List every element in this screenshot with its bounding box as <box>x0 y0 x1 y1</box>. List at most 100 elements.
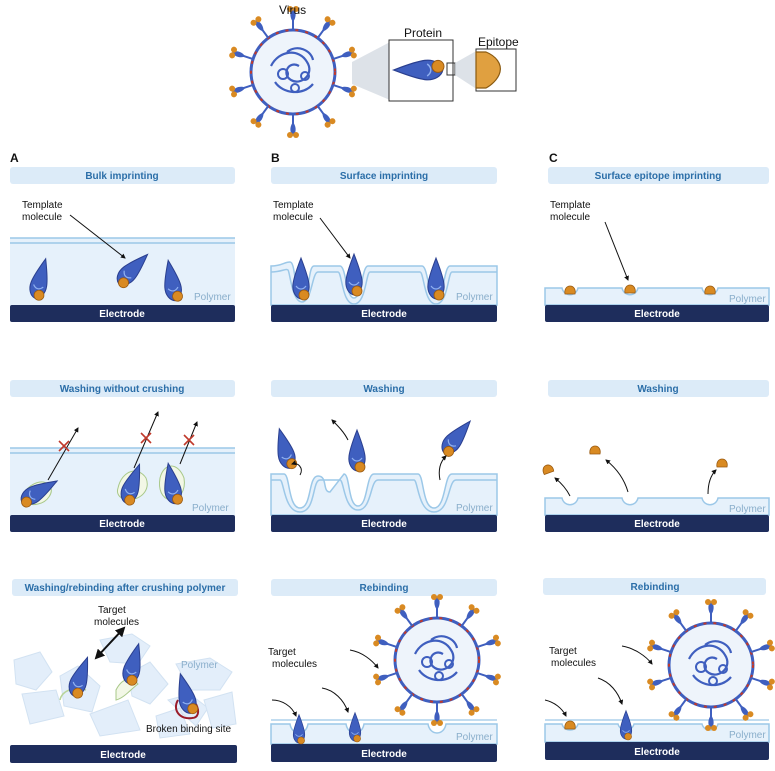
polymer-layer <box>544 497 770 516</box>
released-epitope <box>589 445 601 455</box>
template-epitope <box>624 284 636 294</box>
release-arrow <box>291 460 302 476</box>
panel-a1: Bulk imprinting Electrode Polymer Templa… <box>10 167 235 322</box>
blocked-cross <box>58 432 195 452</box>
electrode <box>271 305 497 322</box>
panel-a2: Washing without crushing Electrode Polym… <box>10 380 235 532</box>
column-letter-b: B <box>271 151 280 165</box>
panel-title: Surface epitope imprinting <box>595 171 722 182</box>
released-protein <box>436 415 477 460</box>
epitope-glyph <box>475 51 501 89</box>
panel-title: Washing <box>637 384 678 395</box>
title-banner <box>271 579 497 596</box>
polymer-label: Polymer <box>729 730 766 741</box>
polymer-label: Polymer <box>194 292 231 303</box>
target-epitope <box>564 720 576 730</box>
title-banner <box>10 380 235 397</box>
target-virus <box>372 594 501 726</box>
electrode-label: Electrode <box>361 519 407 530</box>
template-epitope <box>564 285 576 295</box>
title-banner <box>543 578 766 595</box>
broken-site-label: Broken binding site <box>146 724 231 735</box>
panel-c1: Surface epitope imprinting Electrode Pol… <box>544 167 770 322</box>
blocked-arrow <box>133 411 159 469</box>
binding-arrow <box>544 699 567 717</box>
polymer-label: Polymer <box>729 504 766 515</box>
electrode <box>271 744 497 762</box>
polymer-label: Polymer <box>181 660 218 671</box>
template-label: Template <box>22 200 63 211</box>
release-arrow <box>554 477 571 497</box>
electrode-label: Electrode <box>361 309 407 320</box>
panel-a3: Washing/rebinding after crushing polymer… <box>10 579 238 763</box>
template-epitope <box>704 285 716 295</box>
electrode <box>545 742 769 760</box>
target-protein <box>292 714 306 745</box>
title-banner <box>12 579 238 596</box>
electrode-label: Electrode <box>99 519 145 530</box>
panel-c3: Rebinding Electrode Polymer Target molec… <box>543 578 775 760</box>
binding-arrow <box>349 649 379 669</box>
release-arrow <box>605 459 629 493</box>
pointer-arrow <box>69 214 126 259</box>
target-virus <box>646 599 775 731</box>
title-banner <box>271 167 497 184</box>
target-protein <box>348 712 362 743</box>
binding-arrow <box>321 687 350 713</box>
electrode-label: Electrode <box>100 750 146 761</box>
target-label: Target <box>549 646 577 657</box>
protein-label: Protein <box>404 26 442 40</box>
target-label: molecules <box>551 658 596 669</box>
panel-title: Washing/rebinding after crushing polymer <box>25 583 226 594</box>
released-epitope <box>716 458 728 468</box>
release-arrow <box>438 455 447 481</box>
template-label: molecule <box>273 212 313 223</box>
panel-title: Rebinding <box>631 582 680 593</box>
panel-b2: Washing Electrode Polymer <box>270 380 498 532</box>
panel-title: Rebinding <box>360 583 409 594</box>
electrode <box>10 515 235 532</box>
template-label: Template <box>550 200 591 211</box>
released-epitope <box>541 463 555 475</box>
electrode <box>10 305 235 322</box>
header-virus <box>228 6 357 138</box>
electrode-label: Electrode <box>361 749 407 760</box>
epitope-label: Epitope <box>478 35 519 49</box>
zoom-connector-1 <box>352 42 390 100</box>
electrode <box>545 305 769 322</box>
electrode-label: Electrode <box>99 309 145 320</box>
polymer-layer <box>544 287 770 306</box>
panel-b3: Rebinding Electrode Polymer Target molec… <box>268 579 502 762</box>
electrode-label: Electrode <box>634 309 680 320</box>
target-label: molecules <box>272 659 317 670</box>
target-label: Target <box>98 605 126 616</box>
title-banner <box>548 167 769 184</box>
electrode-label: Electrode <box>634 519 680 530</box>
pointer-arrow <box>604 221 629 281</box>
title-banner <box>271 380 497 397</box>
release-arrow <box>707 469 717 495</box>
column-letter-a: A <box>10 151 19 165</box>
template-protein <box>292 257 310 301</box>
exchange-arrow <box>94 626 126 660</box>
blocked-arrow <box>47 427 79 481</box>
title-banner <box>548 380 769 397</box>
panel-title: Bulk imprinting <box>85 171 158 182</box>
panel-b1: Surface imprinting Electrode Polymer Tem… <box>270 167 498 322</box>
binding-arrow <box>271 699 297 717</box>
broken-site <box>174 699 193 720</box>
target-label: Target <box>268 647 296 658</box>
target-protein <box>619 710 633 741</box>
polymer-label: Polymer <box>729 294 766 305</box>
polymer-layer <box>270 473 498 516</box>
release-arrow <box>331 419 349 441</box>
polymer-label: Polymer <box>456 503 493 514</box>
polymer-label: Polymer <box>192 503 229 514</box>
panel-title: Washing without crushing <box>60 384 185 395</box>
column-letter-c: C <box>549 151 558 165</box>
panel-title: Washing <box>363 384 404 395</box>
panel-title: Surface imprinting <box>340 171 428 182</box>
pointer-arrow <box>319 217 351 259</box>
target-label: molecules <box>94 617 139 628</box>
